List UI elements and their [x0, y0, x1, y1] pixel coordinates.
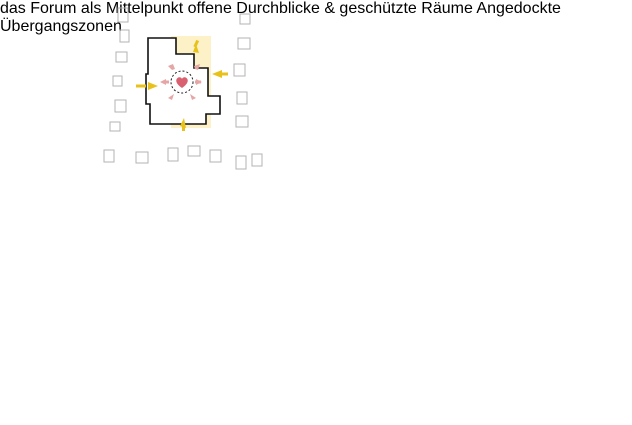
- pink-arrows: [160, 64, 202, 100]
- caption-zones: Angedockte Übergangszonen: [0, 0, 561, 35]
- surrounding-plots: [103, 7, 263, 170]
- heart-icon: [176, 77, 188, 88]
- panel-forum: [103, 7, 263, 170]
- caption-views: offene Durchblicke & geschützte Räume: [187, 0, 473, 17]
- caption-forum: das Forum als Mittelpunkt: [0, 0, 184, 17]
- yellow-arrows: [136, 39, 228, 131]
